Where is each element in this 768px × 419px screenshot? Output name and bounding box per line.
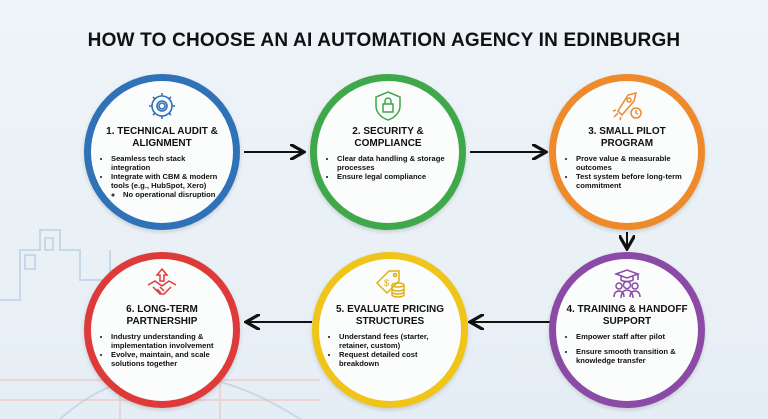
svg-text:$: $ [384, 278, 389, 288]
step-bullet: Ensure legal compliance [337, 172, 449, 181]
step-1-technical-audit: 1. TECHNICAL AUDIT & ALIGNMENT Seamless … [84, 74, 240, 230]
step-title: 1. TECHNICAL AUDIT & ALIGNMENT [106, 126, 218, 149]
step-bullet: Evolve, maintain, and scale solutions to… [111, 350, 223, 368]
step-title: 6. LONG-TERM PARTNERSHIP [126, 304, 198, 327]
step-bullet: Understand fees (starter, retainer, cust… [339, 332, 451, 350]
step-6-long-term-partnership: 6. LONG-TERM PARTNERSHIP Industry unders… [84, 252, 240, 408]
shield-lock-icon [375, 91, 401, 121]
graduation-team-icon [613, 269, 641, 299]
step-bullet: Empower staff after pilot [576, 332, 688, 341]
step-2-security-compliance: 2. SECURITY & COMPLIANCE Clear data hand… [310, 74, 466, 230]
step-title: 4. TRAINING & HANDOFF SUPPORT [566, 304, 688, 327]
step-title: 3. SMALL PILOT PROGRAM [588, 126, 666, 149]
step-title: 5. EVALUATE PRICING STRUCTURES [336, 304, 444, 327]
gear-icon [149, 93, 175, 119]
handshake-growth-icon [147, 267, 177, 295]
rocket-stopwatch-icon [612, 91, 642, 121]
step-4-training-handoff: 4. TRAINING & HANDOFF SUPPORT Empower st… [549, 252, 705, 408]
step-bullet: Request detailed cost breakdown [339, 350, 451, 368]
step-sub-bullet: No operational disruption [123, 190, 223, 199]
step-bullet: Seamless tech stack integration [111, 154, 223, 172]
price-tag-coins-icon: $ [375, 270, 405, 298]
step-bullet: Test system before long-term commitment [576, 172, 688, 190]
step-bullet: Integrate with CBM & modern tools (e.g.,… [111, 172, 223, 199]
step-bullet: Clear data handling & storage processes [337, 154, 449, 172]
step-title: 2. SECURITY & COMPLIANCE [352, 126, 424, 149]
step-bullet: Industry understanding & implementation … [111, 332, 223, 350]
page-title: HOW TO CHOOSE AN AI AUTOMATION AGENCY IN… [87, 30, 681, 51]
step-5-evaluate-pricing: $ 5. EVALUATE PRICING STRUCTURES Underst… [312, 252, 468, 408]
step-bullet: Ensure smooth transition & knowledge tra… [576, 347, 688, 365]
step-3-small-pilot: 3. SMALL PILOT PROGRAM Prove value & mea… [549, 74, 705, 230]
step-bullet: Prove value & measurable outcomes [576, 154, 688, 172]
